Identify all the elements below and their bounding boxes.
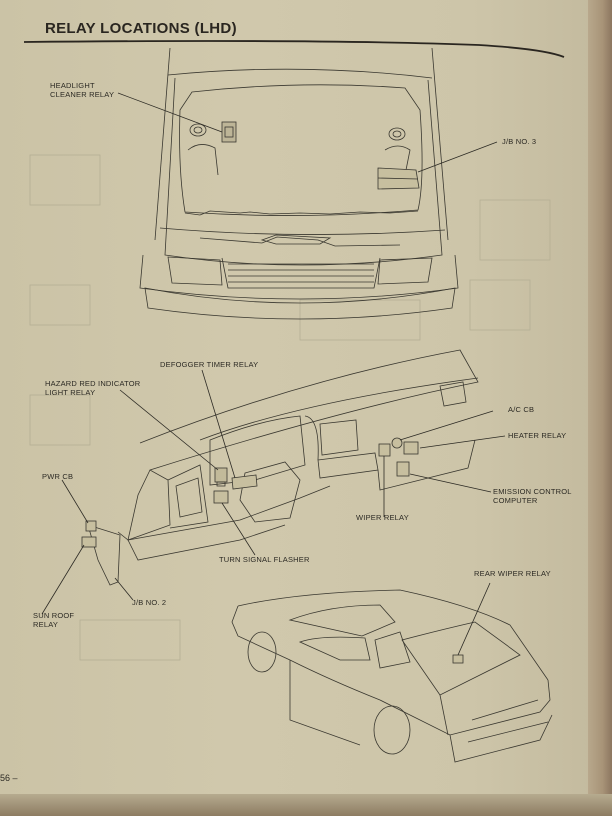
label-hazard-red-indicator-light-relay: HAZARD RED INDICATOR LIGHT RELAY <box>45 379 141 397</box>
instrument-panel-view <box>81 349 479 586</box>
label-ac-cb: A/C CB <box>508 405 535 414</box>
label-headlight-cleaner-relay: HEADLIGHT CLEANER RELAY <box>50 81 115 99</box>
leader-lines <box>41 92 506 656</box>
label-sun-roof-relay: SUN ROOF RELAY <box>33 611 75 629</box>
title-rule <box>24 40 565 58</box>
label-jb-no3: J/B NO. 3 <box>502 137 537 146</box>
label-heater-relay: HEATER RELAY <box>508 431 567 440</box>
label-wiper-relay: WIPER RELAY <box>356 513 409 522</box>
label-emission-control-computer: EMISSION CONTROL COMPUTER <box>493 487 572 505</box>
page-title: RELAY LOCATIONS (LHD) <box>45 20 237 37</box>
background-bleed-through <box>29 154 551 661</box>
label-turn-signal-flasher: TURN SIGNAL FLASHER <box>219 555 310 564</box>
label-defogger-timer-relay: DEFOGGER TIMER RELAY <box>160 360 259 369</box>
engine-compartment-view <box>139 47 459 320</box>
book-bottom-edge <box>0 794 612 816</box>
rear-body-view <box>231 589 553 763</box>
label-rear-wiper-relay: REAR WIPER RELAY <box>474 569 551 578</box>
label-jb-no2: J/B NO. 2 <box>132 598 167 607</box>
page-edge <box>588 0 612 816</box>
label-pwr-cb: PWR CB <box>42 472 74 481</box>
page-number: 56 – <box>0 773 18 783</box>
